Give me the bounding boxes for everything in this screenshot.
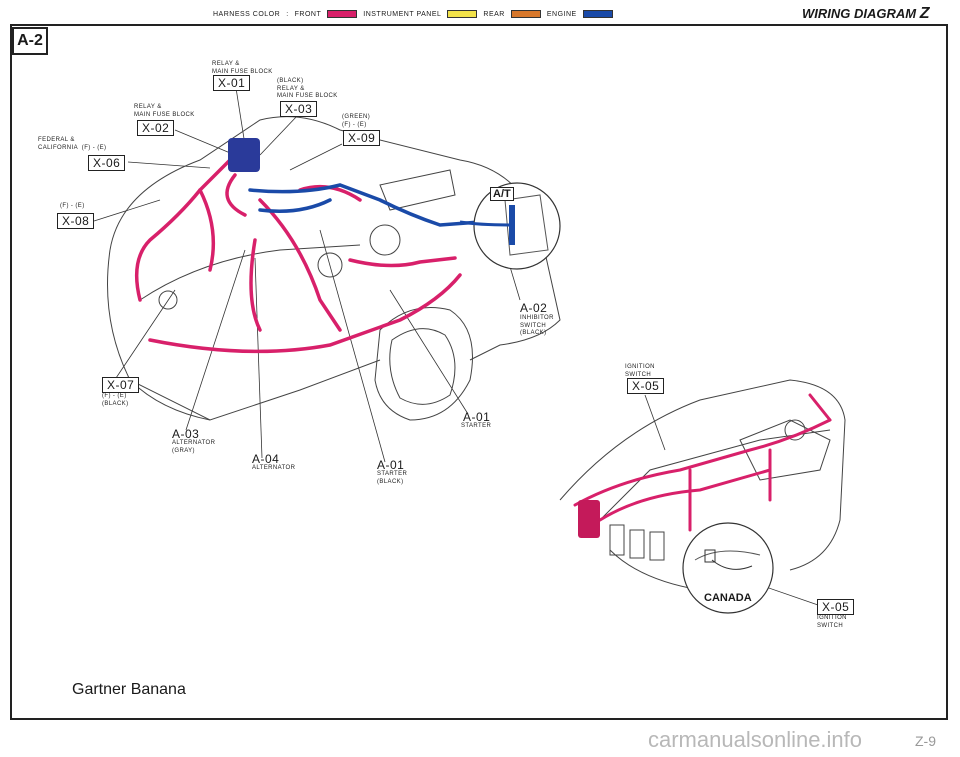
a01-starter-code: A-01 [463,410,491,424]
a01-starter-description: STARTER [461,423,492,429]
x05-canada-description: IGNITION SWITCH [817,615,847,629]
page-code-box: A-2 [12,27,48,55]
legend-engine-swatch [582,10,613,18]
x07-connector-box: X-07 [102,377,140,393]
x03-description: (BLACK) RELAY & MAIN FUSE BLOCK [277,78,338,99]
x05-connector-box: X-05 [627,378,665,394]
a04-description: ALTERNATOR [252,465,296,471]
front-harness [134,158,462,354]
legend-instrument-label: INSTRUMENT PANEL [363,10,442,18]
x08-description: (F) - (E) [60,203,85,209]
legend-rear-swatch [510,10,541,18]
at-inset [459,182,561,270]
car-body-outline [107,116,561,421]
x01-connector-box: X-01 [213,75,251,91]
a03-description: ALTERNATOR (GRAY) [172,440,216,454]
x05-canada-connector-box: X-05 [817,599,855,615]
x06-description: FEDERAL & CALIFORNIA (F) - (E) [38,137,107,151]
x09-connector-box: X-09 [343,130,381,146]
fuse-block [228,138,260,172]
x06-connector-box: X-06 [88,155,126,171]
legend-rear-label: REAR [483,10,505,18]
watermark-text: Gartner Banana [72,681,186,698]
a03-component-code: A-03 [172,427,200,441]
legend-instrument-swatch [447,10,478,18]
page-number: Z-9 [915,733,936,749]
a02-description: INHIBITOR SWITCH (BLACK) [520,315,554,336]
legend-engine-label: ENGINE [546,10,577,18]
harness-color-label: HARNESS COLOR [213,10,281,18]
a02-component-code: A-02 [520,301,548,315]
x09-description: (GREEN) (F) - (E) [342,114,371,128]
x08-connector-box: X-08 [57,213,95,229]
footer-site: carmanualsonline.info [648,727,863,752]
diagram-frame [10,24,948,720]
x02-connector-box: X-02 [137,120,175,136]
instrument-panel-harness [573,393,832,532]
at-callout-label: A/T [490,187,514,201]
canada-inset [682,522,774,614]
x02-description: RELAY & MAIN FUSE BLOCK [134,104,195,118]
a04-component-code: A-04 [252,452,280,466]
diagram-title: WIRING DIAGRAM Z [802,5,930,22]
x07-description: (F) - (E) (BLACK) [102,393,129,407]
a01-black-description: STARTER (BLACK) [377,471,408,485]
x03-connector-box: X-03 [280,101,318,117]
canada-callout-label: CANADA [704,592,752,604]
engine-harness [248,183,482,227]
a01-black-code: A-01 [377,458,405,472]
x05-ignition-description: IGNITION SWITCH [625,364,655,378]
x01-description: RELAY & MAIN FUSE BLOCK [212,61,273,75]
legend-front-swatch [327,10,358,18]
junction-box [578,500,600,538]
harness-color-legend: HARNESS COLOR: FRONT INSTRUMENT PANEL RE… [213,10,613,18]
legend-front-label: FRONT [294,10,322,18]
